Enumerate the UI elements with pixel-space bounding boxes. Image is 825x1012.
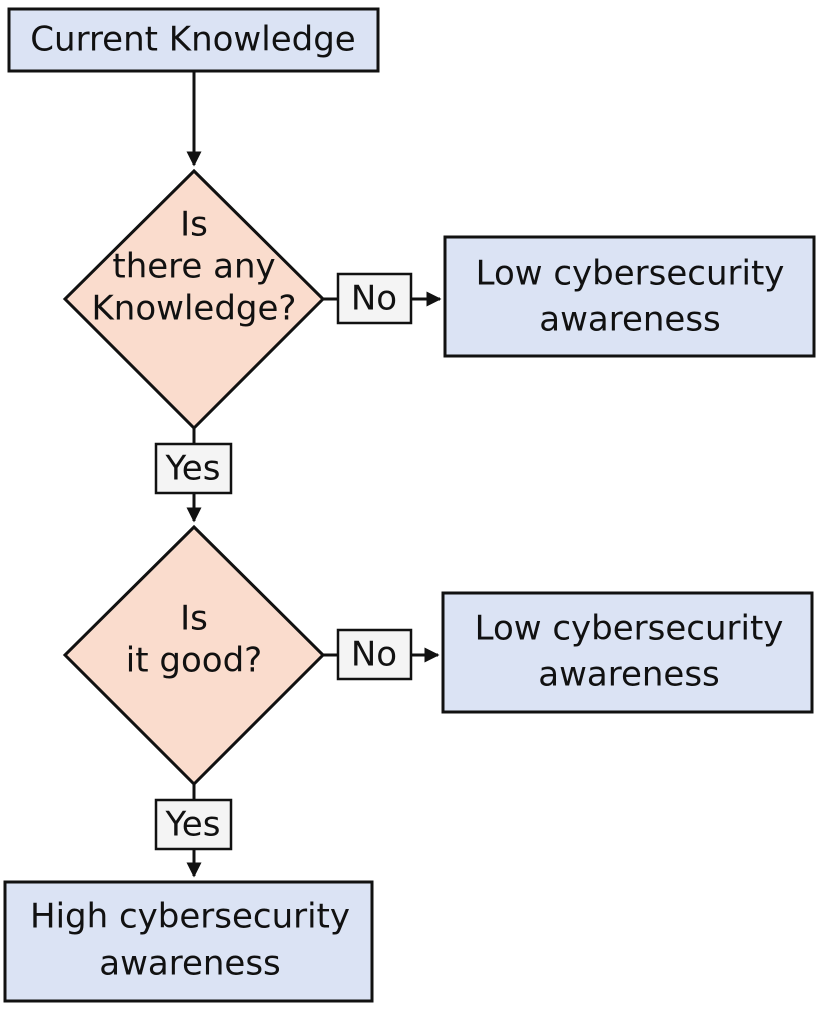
- decision-any-knowledge-line-3: Knowledge?: [92, 289, 297, 329]
- outcome-low-awareness-2-line-2: awareness: [538, 655, 720, 695]
- edge-label-no-1-text: No: [351, 279, 397, 319]
- node-current-knowledge-label: Current Knowledge: [30, 20, 355, 60]
- outcome-high-awareness-line-2: awareness: [99, 944, 281, 984]
- outcome-low-awareness-1-line-2: awareness: [539, 300, 721, 340]
- edge-label-yes-2-text: Yes: [165, 805, 221, 845]
- edge-label-yes-1: Yes: [154, 442, 233, 495]
- outcome-low-awareness-1: Low cybersecurity awareness: [443, 235, 816, 358]
- decision-is-it-good-line-2: it good?: [126, 641, 262, 681]
- edge-label-yes-1-text: Yes: [165, 449, 221, 489]
- outcome-high-awareness: High cybersecurity awareness: [3, 880, 374, 1003]
- decision-any-knowledge: Is there any Knowledge?: [62, 168, 326, 431]
- outcome-low-awareness-1-line-1: Low cybersecurity: [476, 254, 785, 294]
- decision-is-it-good-line-1: Is: [180, 599, 208, 639]
- edge-label-no-2-text: No: [351, 635, 397, 675]
- decision-any-knowledge-line-2: there any: [112, 247, 275, 287]
- node-current-knowledge: Current Knowledge: [7, 7, 380, 73]
- edge-label-no-1: No: [336, 272, 413, 325]
- edge-label-no-2: No: [336, 628, 413, 681]
- outcome-low-awareness-2-line-1: Low cybersecurity: [475, 609, 784, 649]
- outcome-low-awareness-2: Low cybersecurity awareness: [441, 591, 814, 714]
- decision-is-it-good: Is it good?: [62, 524, 326, 787]
- decision-any-knowledge-line-1: Is: [180, 205, 208, 245]
- edge-label-yes-2: Yes: [154, 798, 233, 851]
- outcome-high-awareness-line-1: High cybersecurity: [30, 897, 350, 937]
